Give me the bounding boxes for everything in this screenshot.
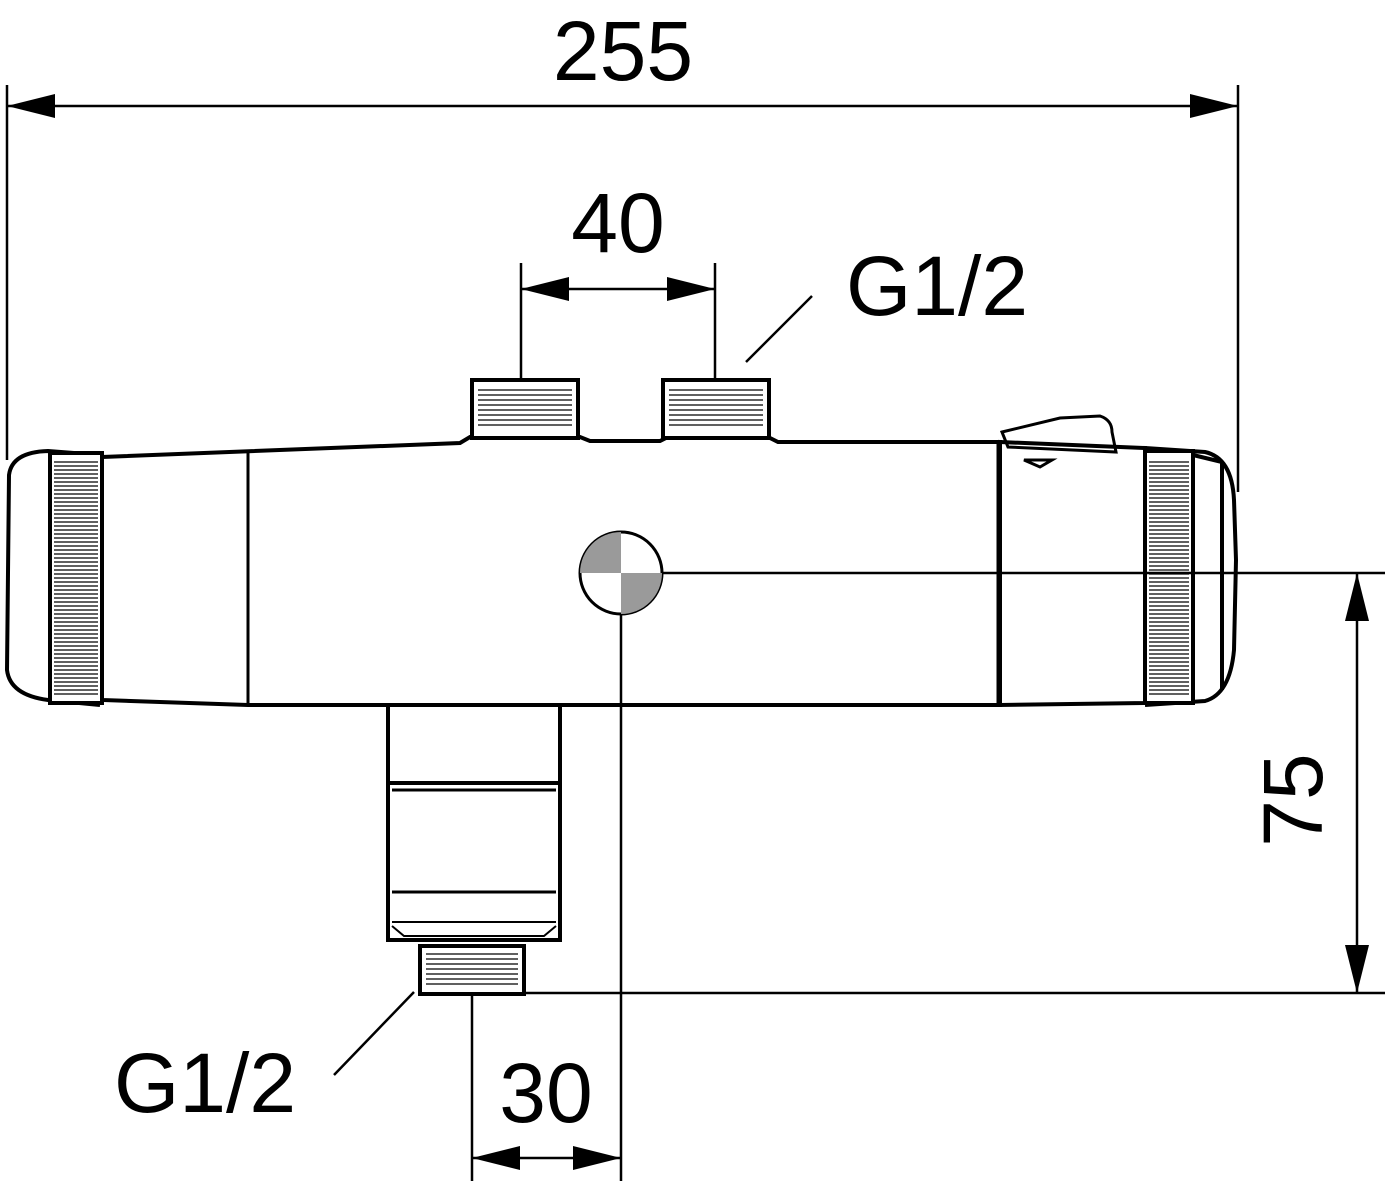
inlet-thread-label: G1/2 <box>846 239 1028 333</box>
inlet-nipple-right <box>661 378 771 440</box>
temperature-lever <box>999 414 1118 454</box>
extension-lines <box>5 85 1385 1181</box>
outlet-thread-leader <box>333 991 415 1076</box>
outlet-spout <box>386 703 562 942</box>
centerline-marker <box>578 530 664 616</box>
mixer-body <box>4 414 1239 708</box>
right-end-cap <box>1144 446 1239 707</box>
inlet-thread-leader <box>745 295 813 363</box>
outlet-nipple <box>418 944 526 996</box>
left-end-cap <box>4 448 101 707</box>
lever-indicator-icon <box>1023 458 1058 469</box>
right-knurled-ring <box>1143 449 1195 705</box>
main-body-outline <box>100 435 1002 707</box>
outlet-offset-label: 30 <box>499 1046 592 1140</box>
inlet-nipple-left <box>470 378 580 440</box>
outlet-thread-label: G1/2 <box>114 1036 296 1130</box>
outlet-height-label: 75 <box>1246 753 1340 846</box>
inlet-spacing-label: 40 <box>571 176 664 270</box>
left-knurled-ring <box>48 451 104 705</box>
overall-width-label: 255 <box>553 4 693 98</box>
